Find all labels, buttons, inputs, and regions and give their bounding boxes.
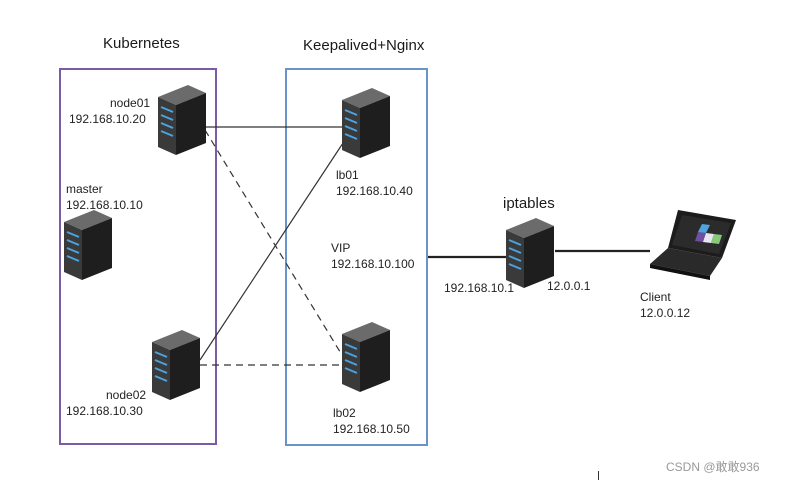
kubernetes-title: Kubernetes: [103, 35, 180, 52]
server-icon: [342, 322, 390, 392]
lb01-label: lb01: [336, 168, 359, 182]
keepalived-nginx-title: Keepalived+Nginx: [303, 37, 425, 54]
master-label: master: [66, 182, 103, 196]
node02-ip: 192.168.10.30: [66, 404, 143, 418]
node02-label: node02: [106, 388, 147, 402]
server-icon: [64, 210, 112, 280]
vip-ip: 192.168.10.100: [331, 257, 415, 271]
vip-label: VIP: [331, 241, 351, 255]
watermark: CSDN @敢敢936: [666, 460, 760, 474]
client-ip: 12.0.0.12: [640, 306, 691, 320]
iptables-inner-ip: 192.168.10.1: [444, 281, 515, 295]
server-icon: [342, 88, 390, 158]
server-node01: [158, 85, 206, 155]
node01-ip: 192.168.10.20: [69, 112, 146, 126]
server-icon: [152, 330, 200, 400]
server-icon: [158, 85, 206, 155]
lb02-ip: 192.168.10.50: [333, 422, 410, 436]
iptables-outer-ip: 12.0.0.1: [547, 279, 591, 293]
keepalived-nginx-box: [285, 68, 428, 446]
client-label: Client: [640, 290, 671, 304]
link-node01-lb02: [204, 129, 346, 361]
laptop-icon: [650, 210, 736, 280]
lb02-label: lb02: [333, 406, 356, 420]
link-node02-lb01: [199, 139, 346, 361]
kubernetes-cluster-box: [59, 68, 217, 445]
node01-label: node01: [110, 96, 151, 110]
server-icon: [506, 218, 554, 288]
master-ip: 192.168.10.10: [66, 198, 143, 212]
text-cursor: [598, 471, 599, 480]
lb01-ip: 192.168.10.40: [336, 184, 413, 198]
iptables-title: iptables: [503, 195, 555, 212]
